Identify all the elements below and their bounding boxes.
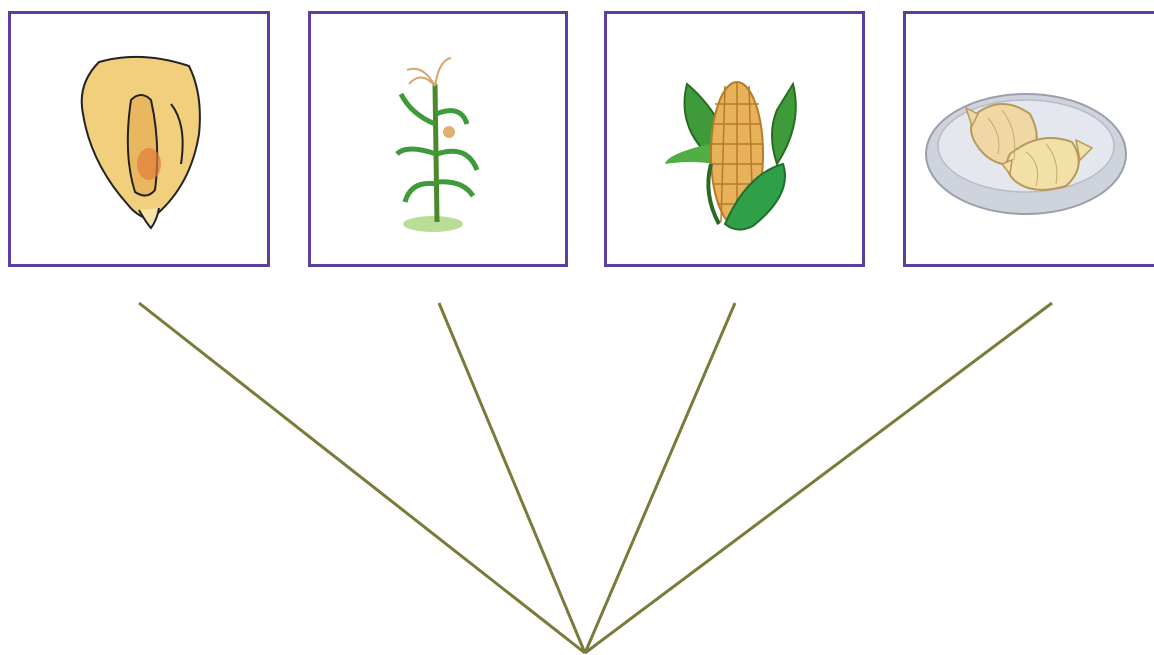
connector-line-2 bbox=[439, 303, 585, 653]
connector-line-1 bbox=[139, 303, 585, 653]
connector-line-3 bbox=[585, 303, 735, 653]
connector-line-4 bbox=[585, 303, 1052, 653]
